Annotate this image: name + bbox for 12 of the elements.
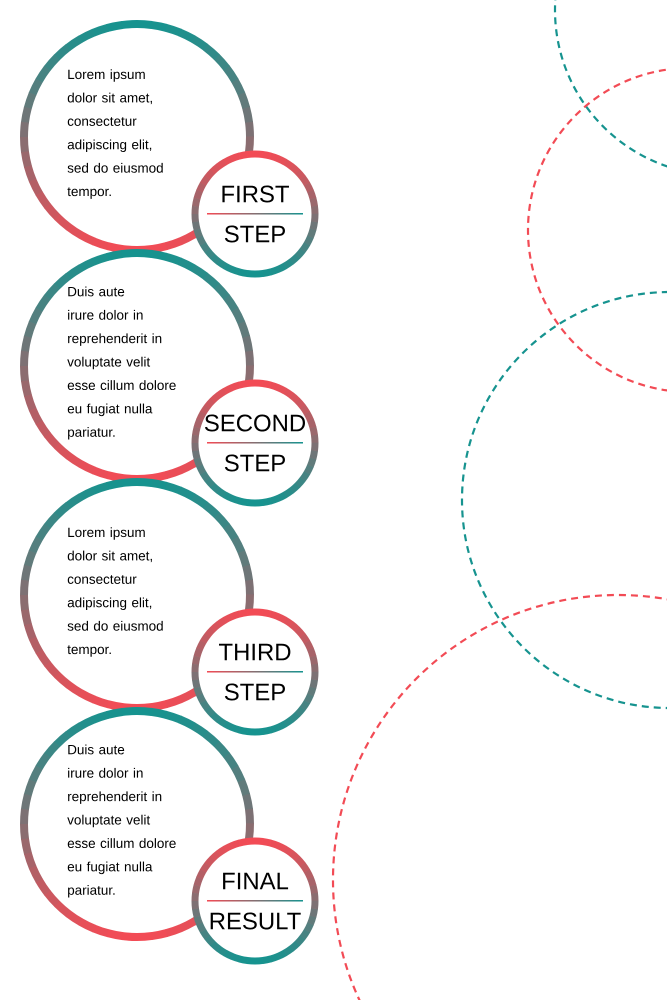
step-title: FIRST bbox=[222, 186, 289, 202]
description-text: Duis aute irure dolor in reprehenderit in voluptate velit esse cillum dolore eu fugiat nulla pariatur. bbox=[67, 744, 176, 898]
description-text: Lorem ipsum dolor sit amet, consectetur adipiscing elit, sed do eiusmod tempor. bbox=[67, 527, 163, 657]
step-title: STEP bbox=[224, 226, 285, 242]
step-title: STEP bbox=[224, 454, 285, 472]
description-text: Lorem ipsum dolor sit amet, consectetur adipiscing elit, sed do eiusmod tempor. bbox=[67, 69, 163, 199]
description-text: Duis aute irure dolor in reprehenderit in voluptate velit esse cillum dolore eu fugiat nulla pariatur. bbox=[67, 286, 176, 440]
step-title: SECOND bbox=[204, 414, 305, 432]
step-title: FINAL bbox=[223, 872, 288, 890]
step-title: THIRD bbox=[219, 644, 290, 660]
step-title: STEP bbox=[224, 684, 285, 700]
step-title: RESULT bbox=[210, 912, 301, 930]
